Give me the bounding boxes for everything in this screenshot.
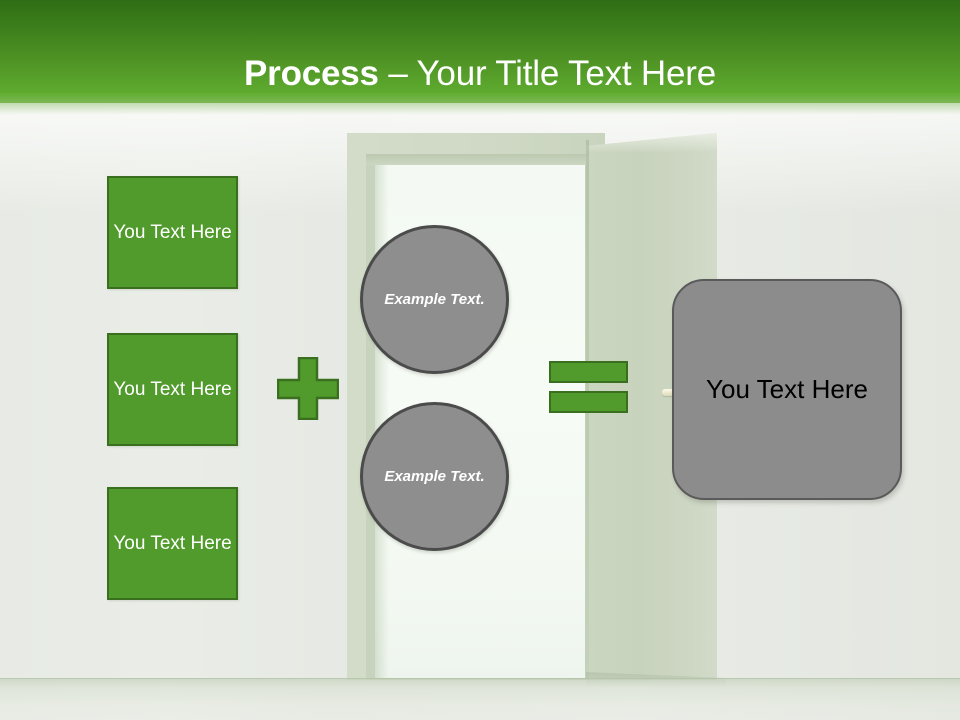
floor-edge-line [0, 678, 960, 679]
plus-icon [276, 356, 340, 421]
input-box-3-label: You Text Here [113, 532, 232, 554]
floor-reflection [0, 678, 960, 720]
input-box-2[interactable]: You Text Here [107, 333, 238, 446]
page-title-bold: Process [244, 54, 379, 93]
page-title-rest: – Your Title Text Here [378, 54, 716, 93]
process-circle-1[interactable]: Example Text. [360, 225, 509, 374]
door-frame-lintel [366, 154, 590, 165]
equals-icon-bar-bottom [549, 391, 628, 413]
title-banner-fade [0, 93, 960, 115]
process-circle-1-label: Example Text. [384, 291, 485, 308]
input-box-2-label: You Text Here [113, 378, 232, 400]
process-circle-2[interactable]: Example Text. [360, 402, 509, 551]
result-box-label: You Text Here [706, 374, 868, 404]
title-banner [0, 0, 960, 103]
input-box-1[interactable]: You Text Here [107, 176, 238, 289]
door-handle-icon [662, 389, 678, 396]
plus-icon-svg [276, 356, 340, 421]
input-box-1-label: You Text Here [113, 221, 232, 243]
input-box-3[interactable]: You Text Here [107, 487, 238, 600]
equals-icon-bar-top [549, 361, 628, 383]
process-circle-2-label: Example Text. [384, 468, 485, 485]
page-title: Process – Your Title Text Here [0, 53, 960, 95]
result-box[interactable]: You Text Here [672, 279, 902, 500]
